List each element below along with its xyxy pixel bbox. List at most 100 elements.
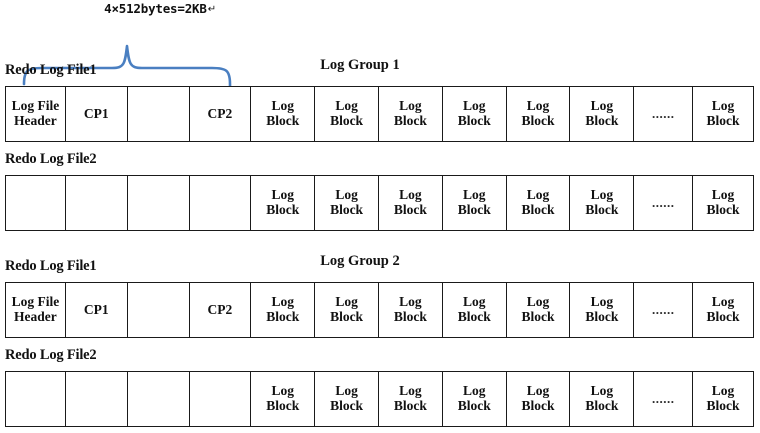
blue-curly-brace-icon — [22, 44, 232, 94]
cell-line-1: Log — [335, 98, 358, 114]
cell-line-2: Header — [14, 309, 57, 324]
group-label-2: Log Group 2 — [320, 253, 400, 269]
cell-line-2: Block — [585, 202, 619, 217]
row-label-g2-file2: Redo Log File2 — [5, 347, 97, 363]
cell-line-1: Log — [335, 187, 358, 203]
cell-line-2: Block — [393, 398, 427, 413]
cell-line-1: Log — [590, 294, 614, 310]
cell-line-2: Block — [393, 309, 427, 324]
cell-line-2: Block — [521, 398, 555, 413]
cell-line-1: Log — [399, 187, 422, 203]
cell-line-1: Log File — [11, 98, 60, 114]
cell-empty — [190, 372, 252, 426]
cell-line-1: Log — [462, 98, 486, 114]
cell-line-1: Log — [526, 187, 550, 203]
cell-line-2: Block — [330, 398, 364, 413]
cell-line-2: Block — [706, 309, 740, 324]
cell-empty — [128, 176, 190, 230]
cell-line-1: ...... — [651, 301, 675, 317]
cell-line-1: ...... — [651, 105, 675, 121]
cell-line-1: Log — [462, 294, 486, 310]
cell-line-2: Block — [330, 202, 364, 217]
cell-line-2: Block — [706, 398, 740, 413]
cell-line-1: Log — [271, 187, 294, 203]
row-label-g1-file2: Redo Log File2 — [5, 151, 97, 167]
cell-line-2: Block — [266, 398, 300, 413]
cell-line-2: Block — [585, 309, 619, 324]
cell-line-1: Log — [711, 383, 735, 399]
cell-line-2: Block — [706, 202, 740, 217]
cell-line-1: Log — [462, 187, 486, 203]
cell-line-1: CP2 — [207, 105, 233, 121]
cell-line-2: Block — [266, 309, 300, 324]
cell-line-2: Block — [521, 309, 555, 324]
cell-empty — [128, 283, 190, 337]
cell-line-2: Block — [393, 202, 427, 217]
cell-ellipsis: ...... — [634, 176, 694, 230]
cell-line-2: Block — [457, 113, 491, 128]
cell-line-2: Block — [585, 113, 619, 128]
cell-cp1: CP1 — [66, 283, 128, 337]
cell-line-1: Log — [526, 294, 550, 310]
cell-line-1: CP2 — [207, 301, 233, 317]
cell-line-1: ...... — [651, 194, 675, 210]
cell-line-2: Header — [14, 113, 57, 128]
cell-ellipsis: ...... — [634, 372, 694, 426]
cell-line-2: Block — [457, 202, 491, 217]
cell-empty — [6, 176, 66, 230]
cell-cp2: CP2 — [190, 283, 252, 337]
cell-line-1: Log — [526, 98, 550, 114]
cell-line-1: ...... — [651, 390, 675, 406]
cell-line-1: Log — [711, 98, 735, 114]
cell-empty — [66, 176, 128, 230]
cell-line-1: Log — [399, 383, 422, 399]
cell-line-2: Block — [266, 113, 300, 128]
cell-cp2: CP2 — [190, 87, 252, 141]
cell-line-2: Block — [393, 113, 427, 128]
cell-line-1: CP1 — [83, 105, 109, 121]
cell-line-1: Log — [711, 187, 735, 203]
cell-line-2: Block — [706, 113, 740, 128]
cell-line-1: Log — [590, 383, 614, 399]
cell-line-1: Log — [399, 294, 422, 310]
cell-line-1: Log — [462, 383, 486, 399]
cell-line-1: Log — [271, 294, 294, 310]
cell-line-2: Block — [521, 113, 555, 128]
cell-line-2: Block — [330, 309, 364, 324]
cell-empty — [66, 372, 128, 426]
paragraph-return-mark: ↵ — [207, 4, 216, 15]
row-label-g1-file1: Redo Log File1 — [5, 62, 97, 78]
cell-empty — [128, 87, 190, 141]
cell-line-1: Log File — [11, 294, 60, 310]
cell-line-2: Block — [330, 113, 364, 128]
cell-line-2: Block — [266, 202, 300, 217]
cell-line-1: Log — [335, 294, 358, 310]
